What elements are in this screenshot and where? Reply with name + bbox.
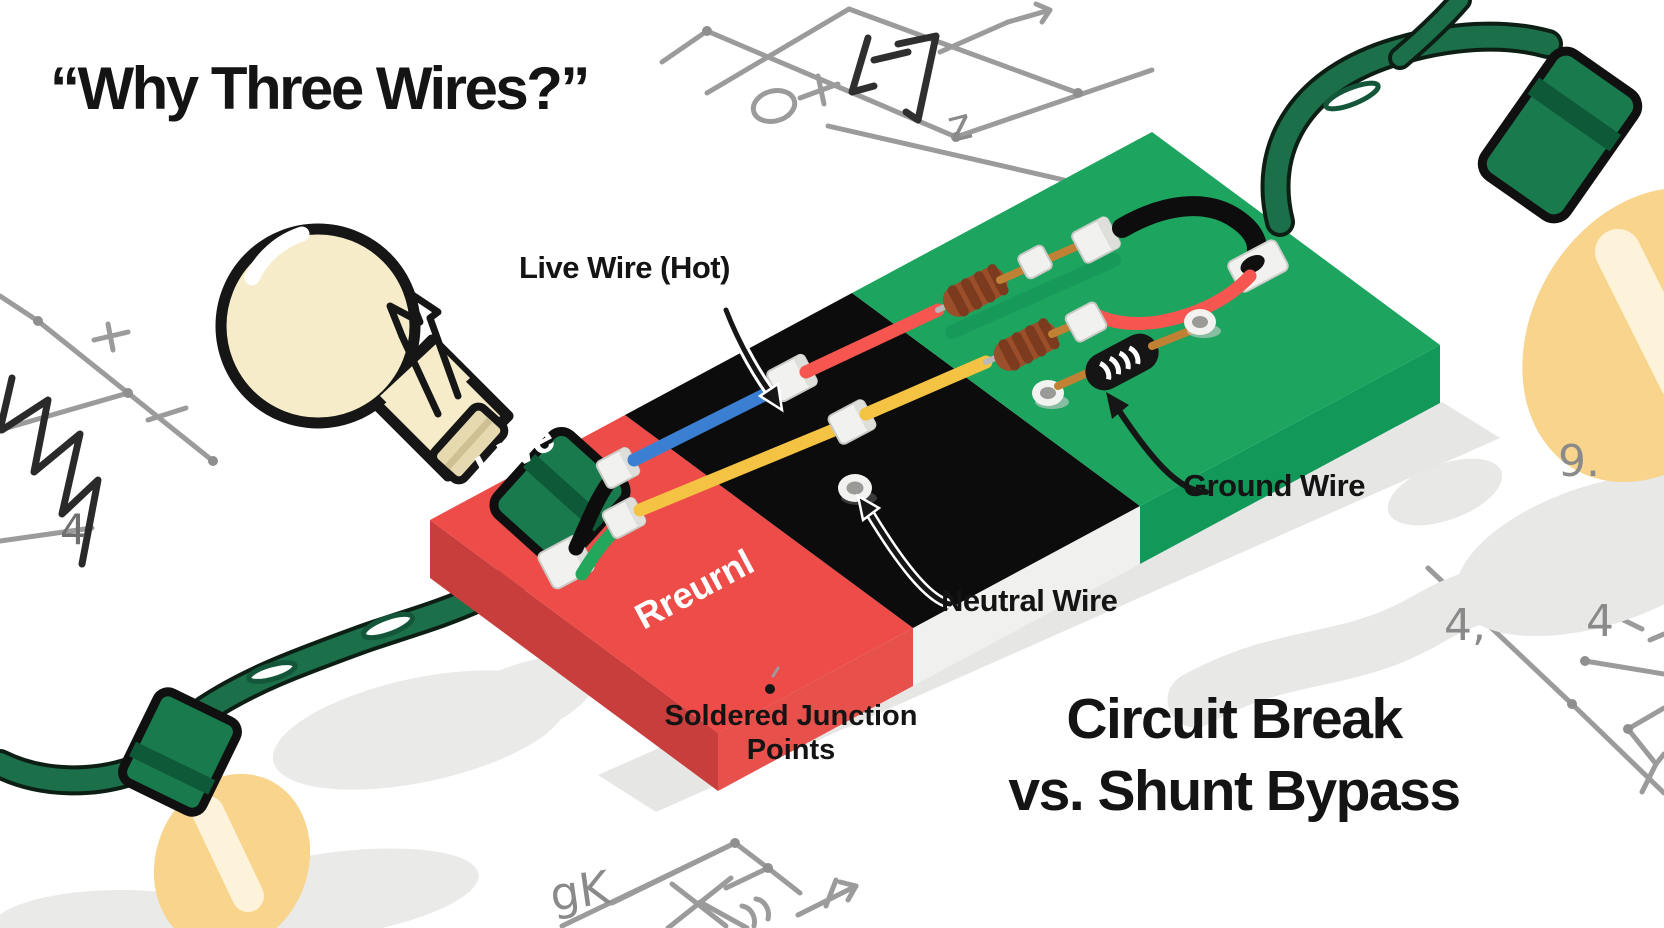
ground-wire-label: Ground Wire (1183, 468, 1365, 503)
yellow-neutral-wire (859, 355, 993, 421)
sketch-bottom-center (559, 838, 859, 928)
sketch-zigzag-left (0, 374, 102, 568)
caption-line-1: Circuit Break (1066, 687, 1403, 751)
resistor (942, 264, 1009, 317)
caption: Circuit Break vs. Shunt Bypass (928, 684, 1540, 828)
live-wire-label: Live Wire (Hot) (519, 250, 730, 285)
bulb-highlight (192, 796, 264, 912)
ceramic-standoff (1064, 301, 1108, 343)
light-bulb-main (215, 223, 631, 569)
sketch-label-left-4: 4 (60, 505, 87, 554)
bulb-socket-top-right (1477, 46, 1643, 224)
board-side-front-green (1140, 345, 1440, 564)
page-title: “Why Three Wires?” (50, 55, 590, 122)
sketch-label-gk: gK (546, 860, 613, 922)
sketch-zigzag-top (848, 32, 940, 124)
sketch-top-center (659, 1, 1155, 183)
bulb-glass (215, 223, 421, 429)
bulb-filament (386, 288, 462, 418)
warm-bulb-bottom-left (153, 773, 311, 928)
cord-twist-gap (1323, 80, 1381, 112)
cord-twist-gap (360, 611, 416, 641)
caption-line-2: vs. Shunt Bypass (1008, 758, 1461, 823)
sketch-left (0, 293, 218, 568)
live-wire-arrow (720, 304, 784, 413)
bulb-highlight (1595, 229, 1664, 395)
soldered-junction-label: Soldered Junction Points (664, 700, 918, 766)
ceramic-standoff (1017, 244, 1053, 280)
bulb-stem (429, 402, 509, 485)
warm-bulb-top-right (1522, 187, 1664, 483)
neutral-wire-label: Neutral Wire (941, 583, 1118, 618)
bulb-socket-bottom-left (118, 687, 242, 817)
cord-twist-gap (246, 660, 298, 684)
sketch-label-9: 9. (1558, 436, 1600, 487)
sketch-label-4a: 4, (1444, 600, 1486, 651)
black-wire-arc-top (1112, 196, 1267, 266)
board-side-front-white (913, 506, 1140, 686)
bulb-highlight (244, 226, 310, 286)
shunt-diode (1085, 333, 1159, 391)
string-cord-top-right (1260, 0, 1664, 483)
yellow-neutral-wire (633, 418, 853, 517)
copper-lead (1148, 326, 1196, 350)
eyelet-terminal (1184, 309, 1221, 338)
sketch-label-4b: 4 (1586, 596, 1614, 647)
red-live-wire (799, 303, 945, 379)
resistor (993, 318, 1060, 371)
ground-wire-arrow (1106, 392, 1209, 495)
board-side-front-red (718, 628, 913, 791)
soldered-junction-dot (765, 666, 780, 694)
board-side-left-red (430, 520, 718, 791)
red-shunt-wire (1087, 269, 1257, 331)
neutral-wire-arrow (856, 493, 955, 609)
callout-arrows (720, 304, 1209, 694)
